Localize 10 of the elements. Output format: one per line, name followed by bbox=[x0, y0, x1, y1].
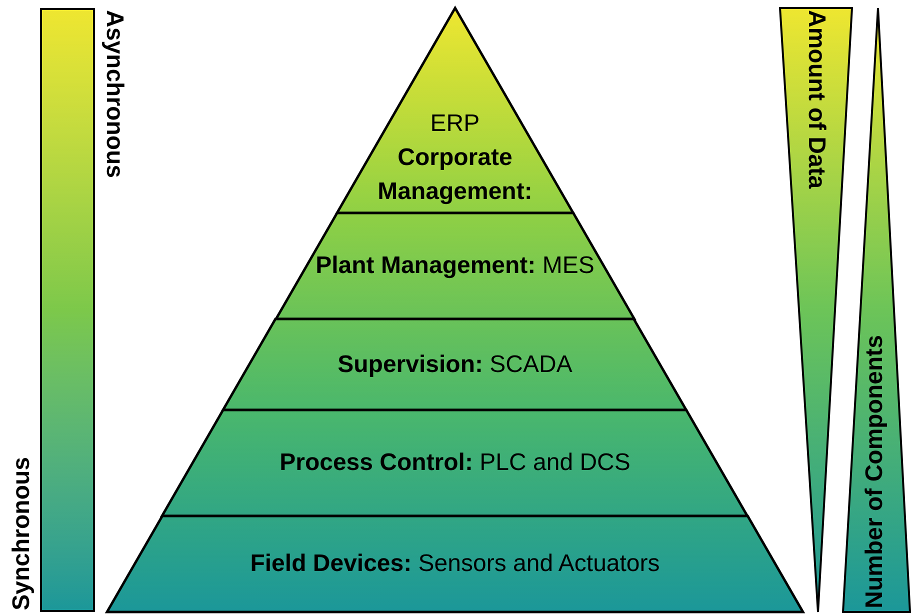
triangle-label: Amount of Data bbox=[802, 10, 830, 189]
layer-label: Corporate Management: bbox=[376, 143, 534, 207]
scale-label: Asynchronous bbox=[100, 10, 128, 178]
layer-label: Process Control: PLC and DCS bbox=[280, 448, 630, 478]
scale-label: Synchronous bbox=[8, 456, 36, 610]
layer-label: Plant Management: MES bbox=[316, 251, 594, 281]
layer-label: ERP bbox=[430, 109, 480, 139]
layer-label: Supervision: SCADA bbox=[338, 350, 572, 380]
layer-label: Field Devices: Sensors and Actuators bbox=[250, 549, 660, 579]
triangle-label: Number of Components bbox=[861, 334, 889, 608]
